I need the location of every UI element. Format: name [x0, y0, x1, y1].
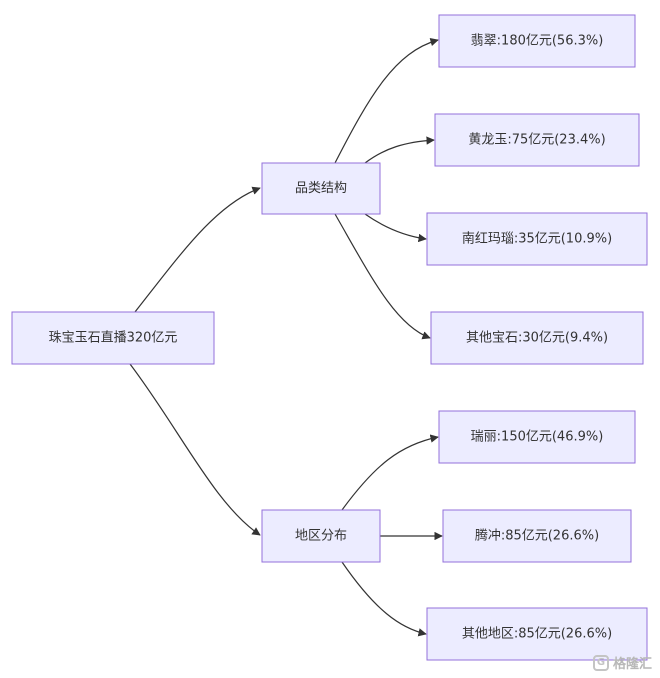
node-region-distribution-label: 地区分布 — [295, 529, 347, 544]
node-huanglongyu-label: 黄龙玉:75亿元(23.4%) — [468, 133, 605, 148]
edges — [129, 37, 443, 637]
edge-category-to-feicui — [334, 37, 439, 164]
node-tengchong: 腾冲:85亿元(26.6%) — [442, 509, 632, 563]
edge-category-to-nanhong — [364, 213, 427, 243]
edge-region-to-ruili — [341, 434, 439, 511]
brand-logo-icon: G — [592, 654, 609, 671]
edge-category-to-other-gems — [334, 213, 431, 340]
node-category-structure: 品类结构 — [261, 162, 381, 215]
node-tengchong-label: 腾冲:85亿元(26.6%) — [475, 528, 599, 544]
node-feicui-label: 翡翠:180亿元(56.3%) — [471, 34, 604, 49]
watermark: G 格隆汇 — [592, 653, 652, 672]
node-ruili-label: 瑞丽:150亿元(46.9%) — [471, 430, 604, 445]
node-other-gems-label: 其他宝石:30亿元(9.4%) — [466, 331, 608, 346]
edge-region-to-other-regions — [341, 561, 427, 637]
node-nanhong: 南红玛瑙:35亿元(10.9%) — [426, 212, 648, 266]
node-nanhong-label: 南红玛瑙:35亿元(10.9%) — [462, 231, 612, 247]
node-ruili: 瑞丽:150亿元(46.9%) — [438, 410, 636, 464]
node-region-distribution: 地区分布 — [261, 509, 381, 563]
node-huanglongyu: 黄龙玉:75亿元(23.4%) — [434, 113, 640, 167]
node-category-structure-label: 品类结构 — [295, 181, 347, 196]
watermark-text: 格隆汇 — [612, 657, 652, 672]
node-other-gems: 其他宝石:30亿元(9.4%) — [430, 311, 644, 365]
edge-root-to-region — [129, 363, 261, 536]
node-other-regions: 其他地区:85亿元(26.6%) — [426, 607, 648, 661]
edge-root-to-category — [134, 186, 261, 313]
node-other-regions-label: 其他地区:85亿元(26.6%) — [462, 627, 612, 642]
node-root: 珠宝玉石直播320亿元 — [11, 311, 215, 365]
node-feicui: 翡翠:180亿元(56.3%) — [438, 14, 636, 68]
node-root-label: 珠宝玉石直播320亿元 — [49, 331, 178, 346]
edge-category-to-huanglongyu — [364, 136, 435, 164]
